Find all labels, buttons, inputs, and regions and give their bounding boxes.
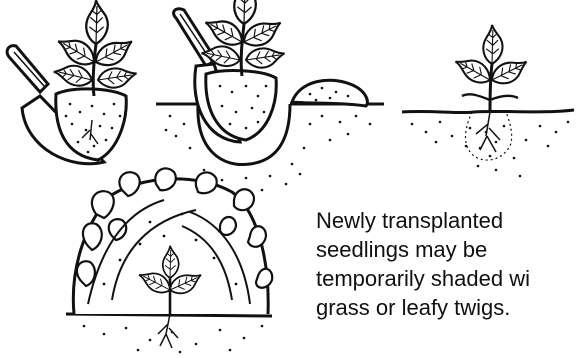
caption-text: Newly transplanted seedlings may be temp… <box>316 206 578 322</box>
caption-line: Newly transplanted <box>316 206 578 235</box>
caption-line: seedlings may be <box>316 235 578 264</box>
planted-seedling-icon <box>402 25 574 177</box>
trowel-with-seedling-icon <box>7 0 138 163</box>
caption-line: temporarily shaded wi <box>316 264 578 293</box>
trowel-planting-seedling-icon <box>156 0 384 193</box>
shaded-seedling-icon <box>66 168 272 353</box>
caption-line: grass or leafy twigs. <box>316 293 578 322</box>
